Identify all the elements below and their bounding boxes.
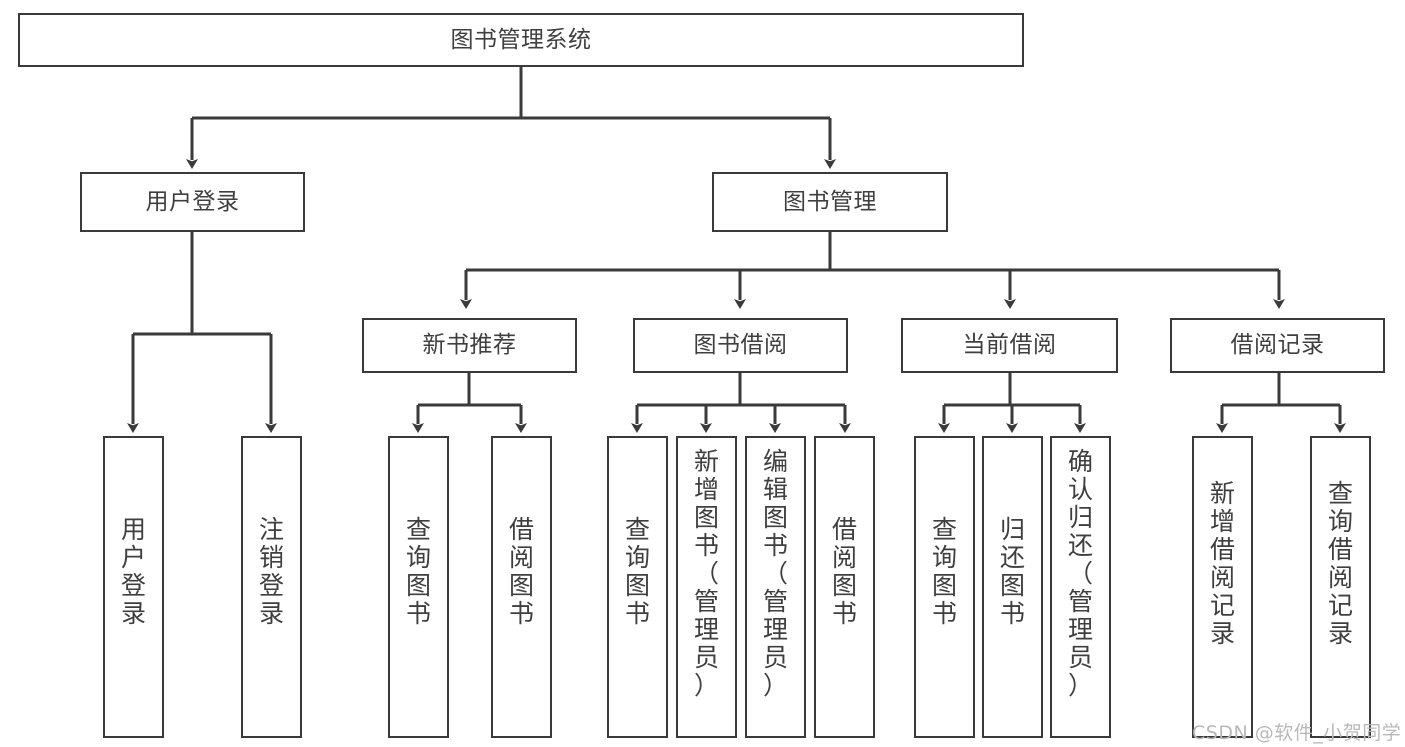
node-label: 新 增 借 阅 记 录 xyxy=(1209,479,1235,648)
node-label: 图书管理系统 xyxy=(450,26,592,53)
node-book-borrow[interactable]: 图书借阅 xyxy=(633,318,848,373)
node-label: 图书借阅 xyxy=(693,332,788,358)
node-book-management[interactable]: 图书管理 xyxy=(712,172,948,232)
node-current-borrow[interactable]: 当前借阅 xyxy=(901,318,1118,373)
node-label: 新书推荐 xyxy=(422,332,517,358)
node-label: 当前借阅 xyxy=(962,332,1057,358)
node-label: 确 认 归 还 （ 管 理 员 ） xyxy=(1067,447,1093,700)
node-label: 用 户 登 录 xyxy=(120,515,146,628)
leaf-user-login-logout[interactable]: 注 销 登 录 xyxy=(241,436,302,738)
node-user-login[interactable]: 用户登录 xyxy=(80,172,305,232)
node-label: 注 销 登 录 xyxy=(258,515,284,628)
node-borrow-records[interactable]: 借阅记录 xyxy=(1170,318,1385,373)
leaf-borrow-edit-book-admin[interactable]: 编 辑 图 书 （ 管 理 员 ） xyxy=(745,436,806,738)
node-label: 查 询 图 书 xyxy=(405,515,431,628)
leaf-records-add-record[interactable]: 新 增 借 阅 记 录 xyxy=(1192,436,1253,738)
leaf-borrow-add-book-admin[interactable]: 新 增 图 书 （ 管 理 员 ） xyxy=(676,436,737,738)
leaf-current-query-book[interactable]: 查 询 图 书 xyxy=(914,436,975,738)
node-root-system[interactable]: 图书管理系统 xyxy=(18,13,1024,67)
leaf-borrow-query-book[interactable]: 查 询 图 书 xyxy=(607,436,668,738)
csdn-watermark: CSDN @软件_小贺同学 xyxy=(1192,722,1402,744)
node-label: 借阅记录 xyxy=(1230,332,1325,358)
node-new-book-recommend[interactable]: 新书推荐 xyxy=(362,318,577,373)
node-label: 借 阅 图 书 xyxy=(508,515,534,628)
leaf-new-book-borrow[interactable]: 借 阅 图 书 xyxy=(491,436,552,738)
leaf-current-return-book[interactable]: 归 还 图 书 xyxy=(982,436,1043,738)
node-label: 查 询 借 阅 记 录 xyxy=(1327,479,1353,648)
node-label: 新 增 图 书 （ 管 理 员 ） xyxy=(693,447,719,700)
node-label: 查 询 图 书 xyxy=(931,515,957,628)
leaf-current-confirm-return-admin[interactable]: 确 认 归 还 （ 管 理 员 ） xyxy=(1050,436,1111,738)
node-label: 借 阅 图 书 xyxy=(831,515,857,628)
leaf-records-query-record[interactable]: 查 询 借 阅 记 录 xyxy=(1310,436,1371,738)
leaf-new-book-query[interactable]: 查 询 图 书 xyxy=(388,436,449,738)
leaf-borrow-borrow-book[interactable]: 借 阅 图 书 xyxy=(814,436,875,738)
node-label: 图书管理 xyxy=(783,188,877,215)
node-label: 用户登录 xyxy=(145,188,240,215)
node-label: 归 还 图 书 xyxy=(999,515,1025,628)
leaf-user-login-login[interactable]: 用 户 登 录 xyxy=(103,436,164,738)
node-label: 查 询 图 书 xyxy=(624,515,650,628)
node-label: 编 辑 图 书 （ 管 理 员 ） xyxy=(762,447,788,700)
